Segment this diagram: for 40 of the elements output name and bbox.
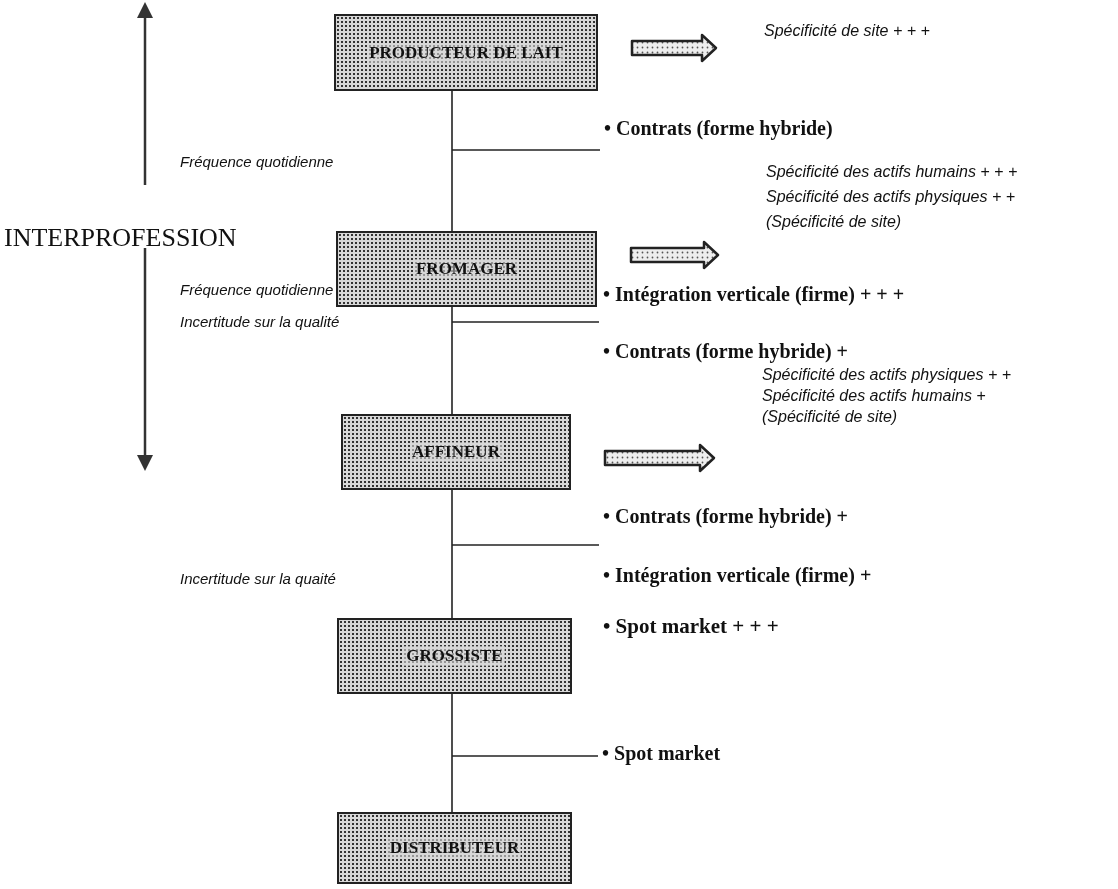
actor-label: PRODUCTEUR DE LAIT [367,42,565,63]
governance-text: • Intégration verticale (firme) + + + [603,283,906,306]
connector-line [451,489,453,619]
actor-box [337,618,572,694]
block-arrow [630,33,718,63]
specificity-text: Spécificité de site + + + [764,22,931,40]
governance-text: • Intégration verticale (firme) + [603,564,873,587]
note-text: Incertitude sur la quaité [180,570,336,587]
connector-line [451,90,453,232]
specificity-text: Spécificité des actifs physiques + + [762,366,1013,384]
actor-box [341,414,571,490]
specificity-text: (Spécificité de site) [766,213,903,231]
governance-text: • Spot market [602,742,722,765]
block-arrow [629,240,720,270]
actor-box [334,14,598,91]
leader-line [451,755,599,757]
governance-text: • Contrats (forme hybride) + [603,505,850,528]
specificity-text: (Spécificité de site) [762,408,899,426]
actor-label: GROSSISTE [404,646,505,666]
actor-label: FROMAGER [413,259,519,279]
block-arrow [603,443,716,473]
leader-line [451,149,601,151]
leader-line [451,321,600,323]
governance-text: • Spot market + + + [603,614,779,639]
specificity-text: Spécificité des actifs physiques + + [766,188,1017,206]
connector-line [451,306,453,415]
governance-text: • Contrats (forme hybride) + [603,340,850,363]
leader-line [451,544,600,546]
note-text: Fréquence quotidienne [180,153,334,170]
note-text: Fréquence quotidienne [180,281,334,298]
governance-text: • Contrats (forme hybride) [604,117,834,140]
actor-label: DISTRIBUTEUR [387,838,522,858]
actor-label: AFFINEUR [410,442,502,462]
range-label: INTERPROFESSION [4,223,237,253]
actor-box [336,231,597,307]
specificity-text: Spécificité des actifs humains + + + [766,163,1019,181]
specificity-text: Spécificité des actifs humains + [762,387,987,405]
connector-line [451,693,453,813]
actor-box [337,812,572,884]
note-text: Incertitude sur la qualité [180,313,340,330]
